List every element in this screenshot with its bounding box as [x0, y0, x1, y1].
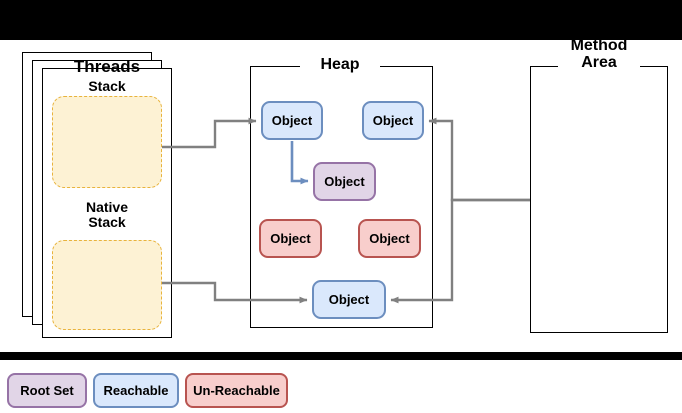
- stack-title: Stack: [88, 78, 126, 94]
- heap-object-d[interactable]: Object: [259, 219, 322, 258]
- heap-object-e[interactable]: Object: [358, 219, 421, 258]
- native-stack-title: Native Stack: [85, 199, 129, 230]
- native-stack-region: [52, 240, 162, 330]
- heap-title-gap: [300, 59, 380, 73]
- legend-item-un-reachable: Un-Reachable: [185, 373, 288, 408]
- method-area-title: Method Area: [570, 37, 628, 71]
- stack-region: [52, 96, 162, 188]
- method-area-title-gap: [558, 59, 640, 73]
- legend-item-root-set: Root Set: [7, 373, 87, 408]
- threads-title: Threads: [73, 57, 141, 76]
- heap-object-f[interactable]: Object: [312, 280, 386, 319]
- heap-object-b[interactable]: Object: [362, 101, 424, 140]
- heap-title: Heap: [320, 56, 360, 73]
- heap-object-c[interactable]: Object: [313, 162, 376, 201]
- legend-item-reachable: Reachable: [93, 373, 179, 408]
- method-area-container: [530, 66, 668, 333]
- heap-object-a[interactable]: Object: [261, 101, 323, 140]
